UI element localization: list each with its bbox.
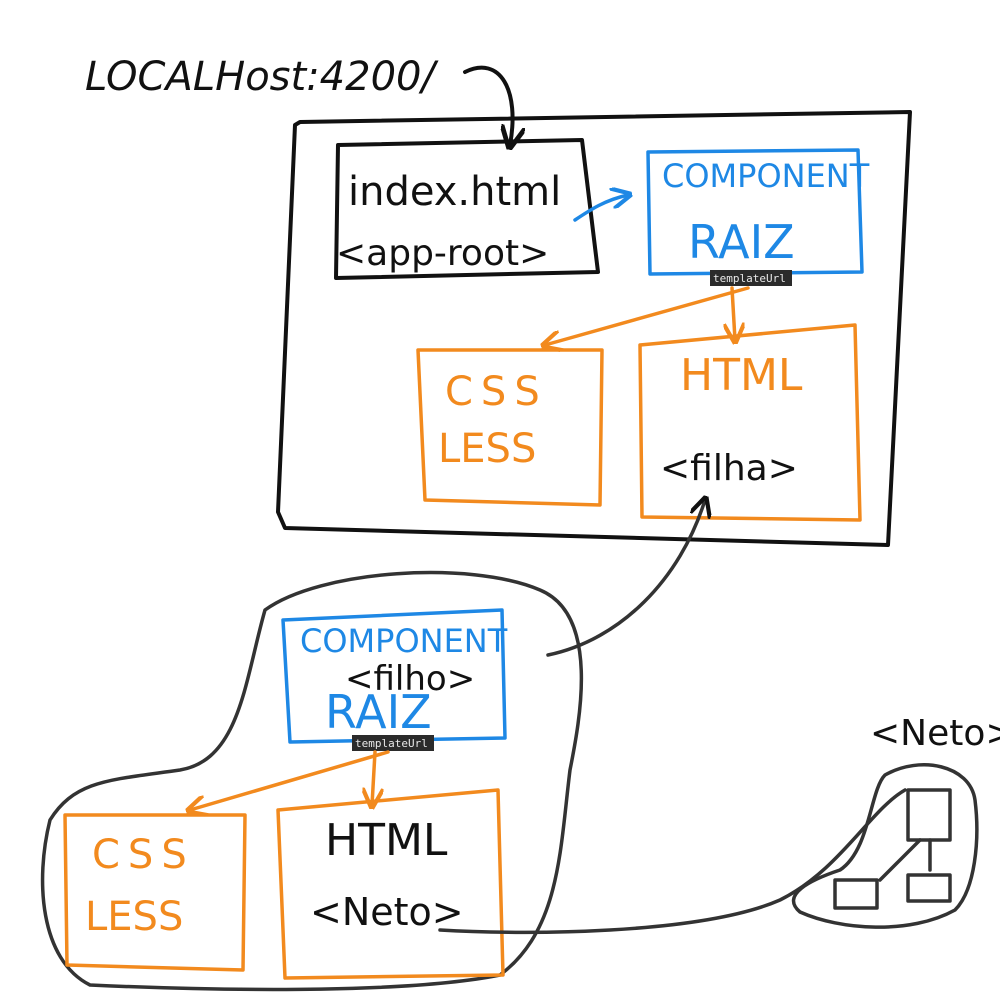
child-to-css-arrow [190,750,390,810]
root-component-line2: RAIZ [688,215,795,269]
child-template-url-tag: templateUrl [355,737,428,750]
root-component-box: COMPONENT RAIZ templateUrl [646,148,870,286]
child-html-box: HTML <Neto> [276,788,505,980]
root-css-box: CSS LESS [416,348,604,507]
app-root-label: <app-root> [336,233,549,274]
root-html-line2: <filha> [660,448,798,489]
child-component-line2: <filho> [345,659,475,699]
child-html-line1: HTML [325,815,448,866]
root-css-line1: CSS [445,369,548,415]
index-to-component-arrow [573,195,628,222]
root-html-line1: HTML [680,350,803,401]
child-frame [40,570,584,992]
url-arrow [463,65,513,145]
root-template-url-tag: templateUrl [713,272,786,285]
child-component-line1: COMPONENT [300,622,508,660]
neto-link-line [438,788,907,935]
child-css-box: CSS LESS [63,813,247,972]
url-label: LOCALHost:4200/ [85,54,439,100]
index-html-box: index.html <app-root> [334,138,600,280]
root-to-css-arrow [545,286,750,345]
neto-tree-icon [833,788,952,910]
child-component-box: COMPONENT <filho> RAIZ templateUrl [281,608,508,751]
root-frame [276,110,912,547]
child-to-filha-arrow [546,500,705,657]
child-html-line2: <Neto> [310,890,464,934]
root-css-line2: LESS [438,426,536,472]
child-css-line1: CSS [92,832,195,878]
index-html-label: index.html [348,169,561,215]
root-html-box: HTML <filha> [638,323,862,522]
child-component-line3: RAIZ [325,685,432,739]
child-to-html-arrow [372,750,375,805]
root-component-line1: COMPONENT [662,157,870,195]
neto-label: <Neto> [870,713,1000,754]
child-css-line2: LESS [85,894,183,940]
neto-frame [791,763,979,929]
root-to-html-arrow [732,286,735,340]
